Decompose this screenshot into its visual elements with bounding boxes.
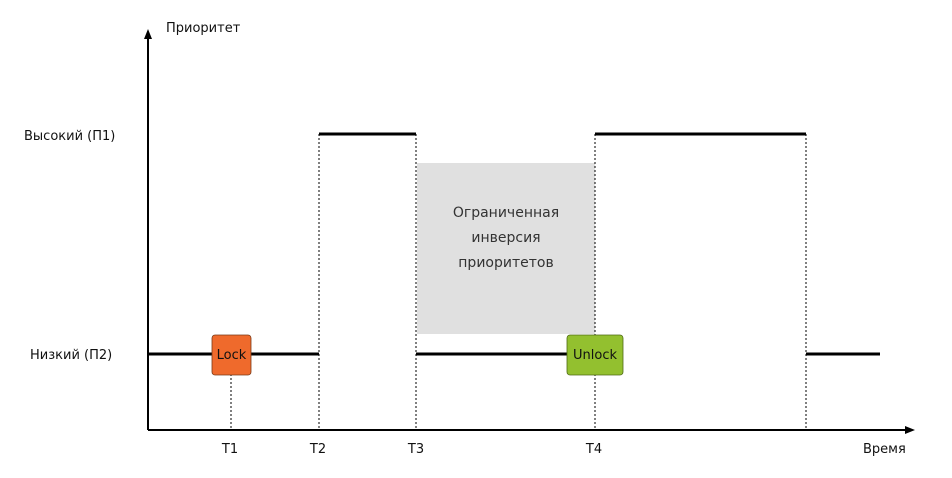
level-high-label: Высокий (П1): [24, 129, 115, 144]
tick-t1: T1: [221, 442, 238, 457]
lock-label: Lock: [217, 348, 247, 363]
region-line-1: Ограниченная: [453, 205, 559, 221]
tick-t3: T3: [407, 442, 424, 457]
bounded-inversion-region: [417, 163, 595, 334]
region-line-3: приоритетов: [458, 255, 553, 271]
x-axis-label: Время: [863, 442, 906, 457]
lock-box: [211, 334, 252, 376]
tick-t2: T2: [309, 442, 326, 457]
y-axis-label: Приоритет: [166, 21, 241, 36]
tick-t4: T4: [585, 442, 602, 457]
level-low-label: Низкий (П2): [30, 348, 112, 363]
unlock-label: Unlock: [573, 348, 617, 363]
region-line-2: инверсия: [471, 230, 540, 246]
unlock-box: [566, 334, 624, 376]
